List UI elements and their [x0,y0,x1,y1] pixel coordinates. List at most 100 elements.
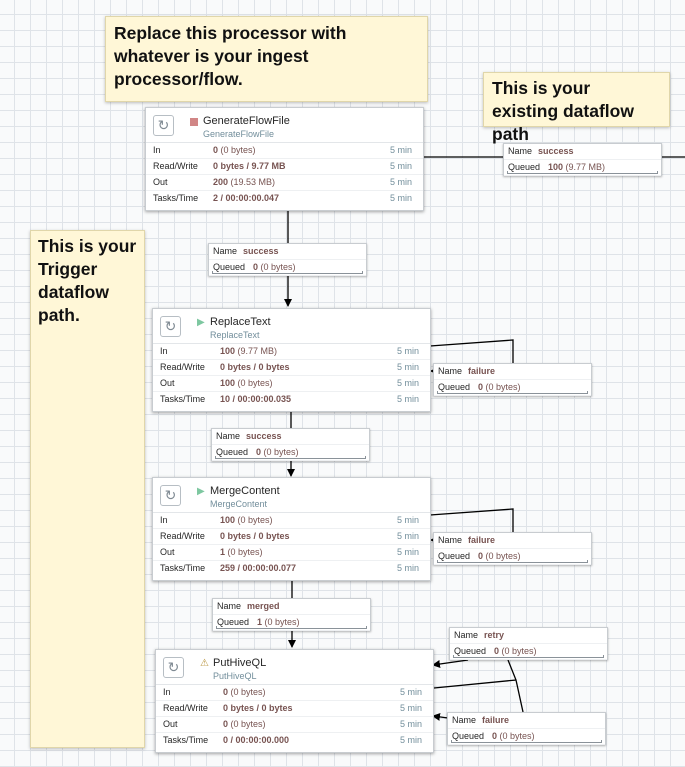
processor-icon: ↻ [160,316,181,337]
conn-name-value: failure [468,366,496,376]
conn-name-label: Name [452,715,477,725]
conn-queued-label: Queued [217,617,250,627]
conn-queued-size: (9.77 MB) [563,162,606,172]
stat-label-tasks: Tasks/Time [160,394,206,404]
conn-queued-label: Queued [213,262,246,272]
connection-merge-merged[interactable]: Name merged Queued 1 (0 bytes) [212,598,371,631]
stat-period: 5 min [399,687,422,697]
stat-period: 5 min [399,735,422,745]
conn-queued-count: 100 [548,162,564,172]
stat-label-tasks: Tasks/Time [153,193,199,203]
stat-out-value: 200 [213,177,229,187]
queue-bar [212,271,363,274]
processor-name: ReplaceText [210,316,271,328]
stat-in-value: 100 [220,346,236,356]
stat-period: 5 min [396,515,419,525]
conn-queued-count: 0 [253,262,259,272]
replace-processor-note[interactable]: Replace this processor with whatever is … [105,16,428,102]
stat-out-size: (0 bytes) [225,547,263,557]
stat-in-value: 0 [213,145,219,155]
stat-label-rw: Read/Write [160,531,205,541]
processor-mergecontent[interactable]: ↻ ▶ MergeContent MergeContent In 100 (0 b… [152,477,431,581]
processor-icon: ↻ [163,657,184,678]
processor-type: PutHiveQL [213,671,257,681]
trigger-path-note[interactable]: This is your Trigger dataflow path. [30,230,145,748]
stat-label-out: Out [160,378,175,388]
processor-icon: ↻ [160,485,181,506]
conn-queued-size: (0 bytes) [499,646,537,656]
queue-bar [215,456,366,459]
stat-label-in: In [163,687,171,697]
stat-label-in: In [153,145,161,155]
stat-label-out: Out [163,719,178,729]
queue-bar [453,655,604,658]
stat-tasks-value: 2 / 00:00:00.047 [213,193,280,203]
conn-queued-size: (0 bytes) [483,382,521,392]
conn-queued-size: (0 bytes) [262,617,300,627]
conn-name-value: merged [247,601,280,611]
stat-period: 5 min [396,531,419,541]
conn-name-label: Name [217,601,242,611]
conn-name-label: Name [508,146,533,156]
queue-bar [451,740,602,743]
processor-name: MergeContent [210,485,280,497]
stat-in-size: (0 bytes) [235,515,273,525]
processor-name: PutHiveQL [213,657,267,669]
stat-label-tasks: Tasks/Time [163,735,209,745]
conn-queued-count: 0 [494,646,500,656]
existing-path-note-text: This is your existing dataflow path [492,78,634,144]
stat-period: 5 min [399,719,422,729]
stat-label-out: Out [160,547,175,557]
conn-name-label: Name [438,366,463,376]
queue-bar [216,626,367,629]
stat-period: 5 min [396,346,419,356]
stat-period: 5 min [396,362,419,372]
conn-queued-label: Queued [438,551,471,561]
stat-period: 5 min [389,145,412,155]
stat-label-in: In [160,515,168,525]
replace-processor-note-text: Replace this processor with whatever is … [114,23,347,89]
stat-rw-value: 0 bytes / 0 bytes [220,531,290,541]
stat-out-value: 100 [220,378,236,388]
merge-failure-loop [429,508,514,532]
conn-name-label: Name [438,535,463,545]
stat-in-value: 100 [220,515,236,525]
stat-in-value: 0 [223,687,229,697]
conn-queued-size: (0 bytes) [258,262,296,272]
stat-in-size: (0 bytes) [228,687,266,697]
existing-path-note[interactable]: This is your existing dataflow path [483,72,670,144]
conn-name-value: success [246,431,282,441]
stat-in-size: (0 bytes) [218,145,256,155]
conn-queued-count: 0 [256,447,262,457]
conn-name-label: Name [216,431,241,441]
conn-name-value: failure [468,535,496,545]
stat-label-tasks: Tasks/Time [160,563,206,573]
conn-name-value: retry [484,630,505,640]
processor-type: MergeContent [210,499,268,509]
conn-queued-count: 1 [257,617,263,627]
stat-period: 5 min [396,394,419,404]
stat-period: 5 min [399,703,422,713]
conn-queued-label: Queued [454,646,487,656]
stat-out-size: (0 bytes) [235,378,273,388]
conn-queued-size: (0 bytes) [261,447,299,457]
stat-label-rw: Read/Write [163,703,208,713]
stat-rw-value: 0 bytes / 0 bytes [223,703,293,713]
trigger-path-note-text: This is your Trigger dataflow path. [38,236,137,325]
stat-label-in: In [160,346,168,356]
stat-out-value: 1 [220,547,226,557]
stat-tasks-value: 10 / 00:00:00.035 [220,394,292,404]
stat-out-size: (19.53 MB) [228,177,276,187]
running-triangle-icon: ▶ [197,486,205,497]
